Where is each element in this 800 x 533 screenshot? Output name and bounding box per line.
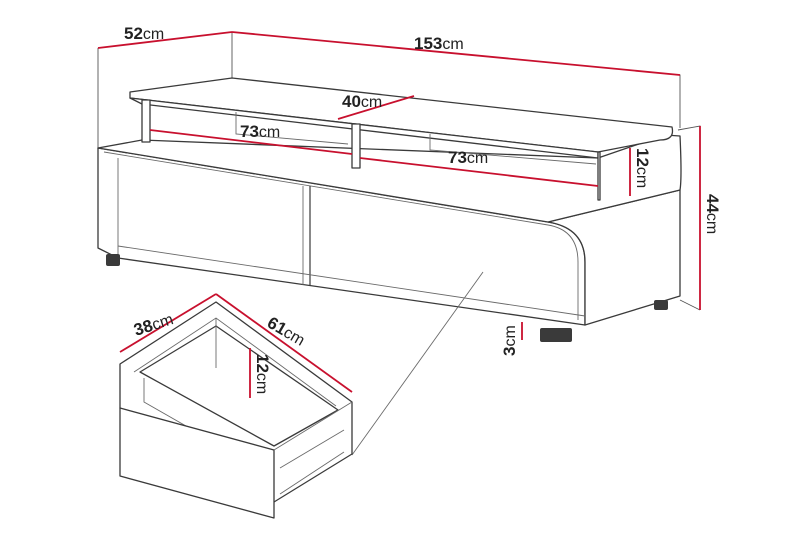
label-drawer-height: 12cm: [253, 354, 272, 394]
dim-line-shelf-left: [149, 129, 353, 155]
drawer-detail: [119, 301, 353, 519]
foot-front-right: [540, 328, 572, 342]
label-leg-height: 3cm: [500, 325, 519, 356]
label-depth: 52cm: [124, 24, 164, 43]
shelf-center-divider: [351, 123, 361, 169]
label-drawer-depth: 38cm: [131, 309, 175, 340]
dim-line-shelf-right: [359, 157, 599, 187]
cabinet-feet: [106, 254, 668, 342]
drawer-front-panel: [119, 407, 275, 519]
top-shelf-unit: [129, 77, 674, 201]
shelf-left-support: [141, 99, 151, 143]
dim-line-drawer-width: [215, 293, 353, 393]
label-shelf-right: 73cm: [448, 148, 488, 167]
drawer-callout-line: [351, 271, 484, 456]
dim-line-drawer-depth: [119, 293, 217, 353]
label-shelf-height: 12cm: [633, 148, 652, 188]
dim-line-depth: [97, 31, 233, 49]
label-shelf-left: 73cm: [240, 122, 280, 141]
dim-line-width: [231, 31, 681, 76]
foot-back-right: [654, 300, 668, 310]
label-width: 153cm: [414, 34, 464, 53]
label-shelf-depth: 40cm: [342, 92, 382, 111]
dimension-lines: [97, 31, 701, 398]
dim-line-shelf-depth: [337, 95, 415, 120]
drawer-inner-floor: [139, 325, 339, 447]
cabinet-side-face: [547, 189, 681, 326]
shelf-top-board: [129, 77, 674, 153]
cabinet-body: [97, 134, 682, 326]
foot-left: [106, 254, 120, 266]
shelf-right-support: [597, 151, 601, 201]
label-height: 44cm: [703, 194, 722, 234]
